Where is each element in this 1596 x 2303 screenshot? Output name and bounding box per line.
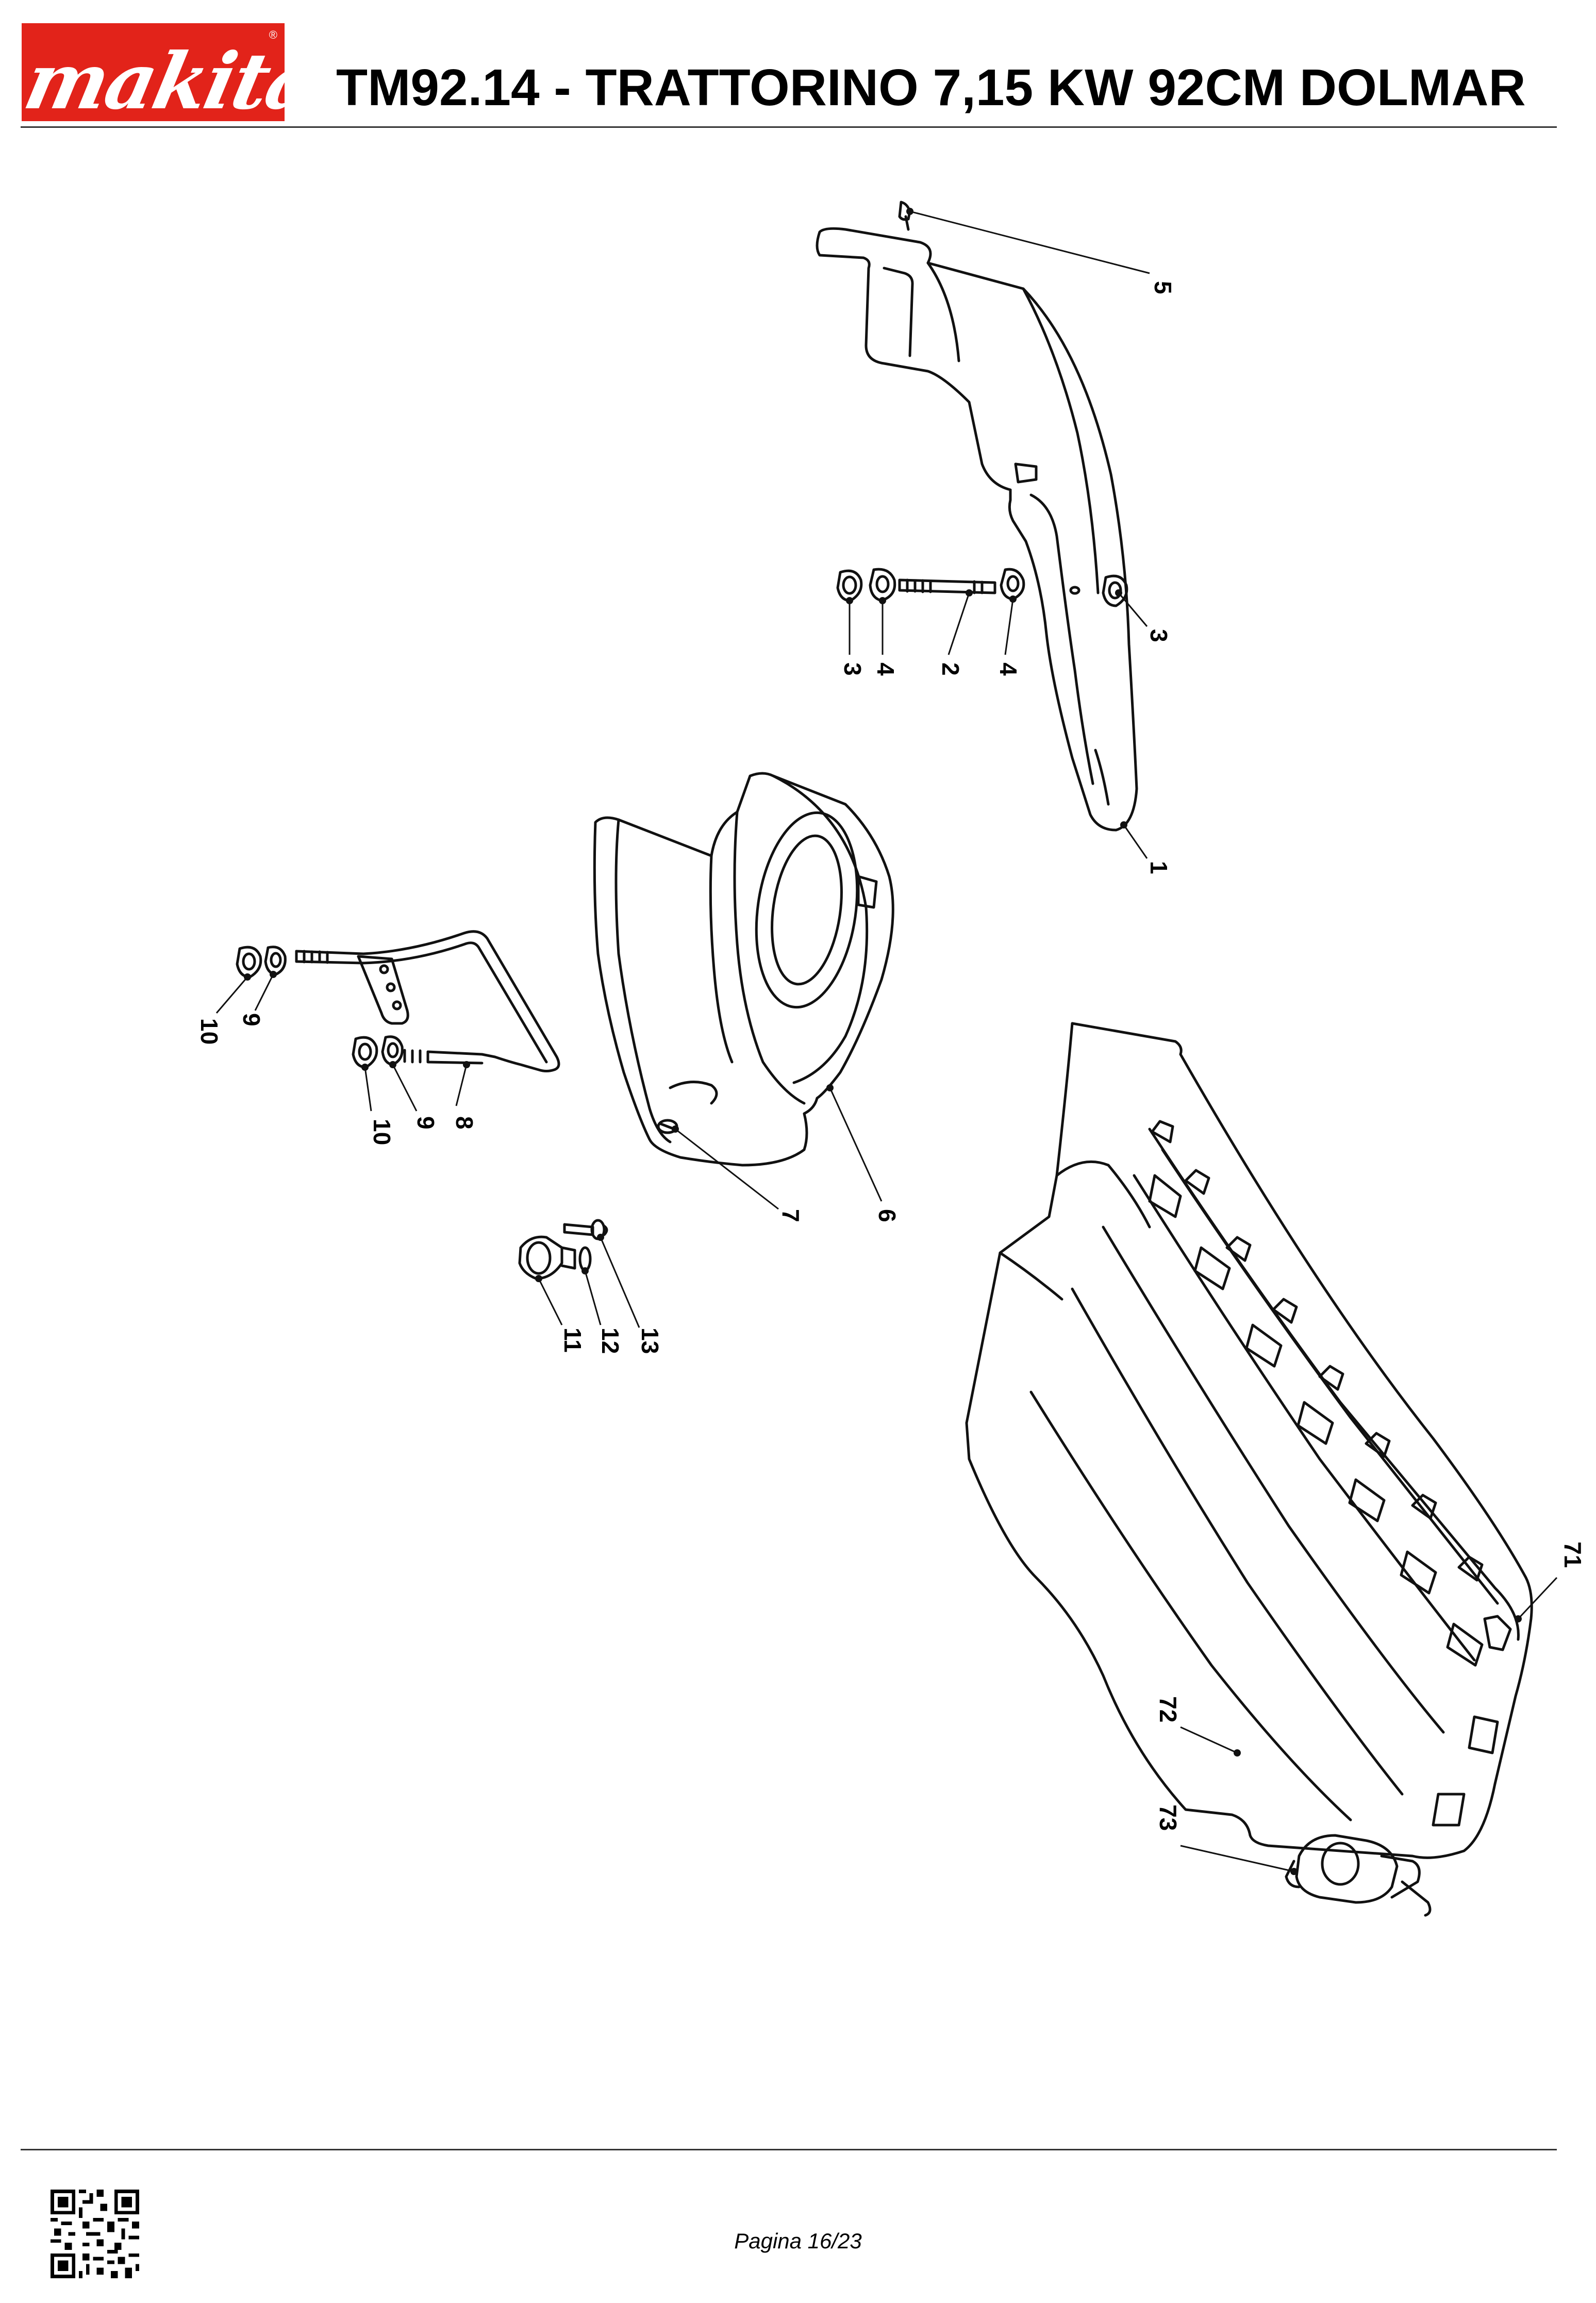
callout-3-right: 3 [1145,629,1172,642]
callout-3-left: 3 [839,662,866,676]
makita-logo: makita ® [22,23,285,121]
callout-6: 6 [874,1209,901,1222]
qr-code-icon [51,2190,139,2278]
part-4-washer-left [869,568,896,602]
page-title: TM92.14 - TRATTORINO 7,15 KW 92CM DOLMAR [336,59,1526,117]
callout-5: 5 [1150,281,1176,294]
callout-7: 7 [777,1209,804,1222]
part-3-nut-right [1102,574,1128,607]
callout-9-lower: 9 [412,1116,439,1130]
part-2-bolt [898,578,996,594]
callout-1: 1 [1145,861,1172,874]
part-9-washer-upper [264,946,287,976]
registered-mark: ® [269,28,277,41]
part-5-rivet [898,201,911,231]
part-10-nut-lower [352,1036,378,1069]
part-4-washer-right [1000,568,1025,601]
page-header: makita ® TM92.14 - TRATTORINO 7,15 KW 92… [0,0,1596,134]
callout-12: 12 [597,1328,624,1354]
part-11-knob [518,1235,576,1280]
header-divider [21,126,1557,128]
callout-73: 73 [1155,1804,1182,1831]
callout-2: 2 [937,662,964,676]
part-12-washer [578,1246,592,1272]
callout-71: 71 [1559,1542,1586,1568]
callout-4-left: 4 [872,662,899,676]
callout-10-upper: 10 [196,1018,223,1045]
part-6-side-cover [593,772,894,1167]
page-number: Pagina 16/23 [734,2229,862,2253]
part-73-latch [1285,1834,1432,1917]
callout-4-right: 4 [995,662,1022,676]
callout-9-upper: 9 [238,1013,265,1026]
callout-11: 11 [559,1328,586,1353]
part-10-nut-upper [236,946,262,979]
part-71-discharge-chute [965,1022,1533,1859]
footer-divider [21,2149,1557,2150]
callout-10-lower: 10 [369,1119,395,1145]
callout-8: 8 [451,1116,478,1130]
part-3-nut-left [836,569,863,602]
callout-13: 13 [637,1328,663,1354]
part-9-washer-lower [381,1035,404,1066]
callout-72: 72 [1155,1696,1182,1722]
part-1-upper-guard [816,227,1138,832]
part-8-u-rod [295,930,560,1072]
